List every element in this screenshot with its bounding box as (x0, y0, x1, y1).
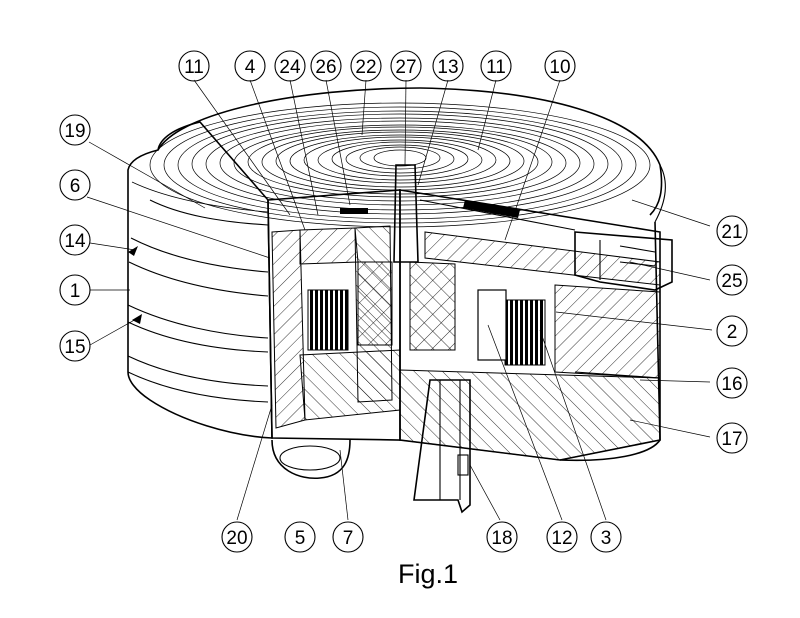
svg-text:2: 2 (727, 322, 738, 343)
band-line-4 (127, 304, 269, 339)
cross-center-right (409, 261, 456, 351)
svg-text:18: 18 (491, 528, 512, 549)
svg-text:11: 11 (184, 57, 204, 78)
svg-text:6: 6 (70, 176, 81, 197)
callout-15: 15 (59, 330, 91, 362)
center-shaft (413, 379, 471, 514)
svg-text:5: 5 (295, 528, 306, 549)
callout-25: 25 (716, 264, 748, 296)
svg-text:20: 20 (226, 528, 247, 549)
magnet-right (477, 289, 507, 361)
callout-13: 13 (432, 50, 464, 82)
callout-18: 18 (486, 521, 518, 553)
svg-text:11: 11 (486, 57, 506, 78)
callout-24: 24 (274, 50, 306, 82)
svg-text:19: 19 (64, 121, 85, 142)
figure-caption: Fig.1 (398, 559, 458, 589)
band-line-8 (131, 181, 269, 213)
svg-text:27: 27 (395, 57, 416, 78)
bottom-connector (271, 439, 351, 480)
callout-27: 27 (390, 50, 422, 82)
callout-11-left: 11 (178, 50, 210, 82)
callout-5: 5 (284, 521, 316, 553)
callouts: 11 4 24 26 22 27 13 11 10 19 6 14 1 15 2… (59, 50, 748, 553)
outer-housing-left (127, 121, 273, 439)
coil-right (504, 299, 546, 366)
svg-text:22: 22 (355, 57, 376, 78)
hatch-right-block (554, 284, 661, 379)
leader-lines (86, 79, 713, 521)
svg-text:7: 7 (343, 528, 354, 549)
callout-21: 21 (716, 215, 748, 247)
top-disc-rim (157, 87, 663, 216)
callout-16: 16 (716, 367, 748, 399)
svg-text:1: 1 (70, 281, 81, 302)
callout-2: 2 (716, 315, 748, 347)
svg-text:17: 17 (721, 429, 742, 450)
callout-26: 26 (310, 50, 342, 82)
svg-text:10: 10 (549, 57, 570, 78)
callout-3: 3 (590, 521, 622, 553)
callout-17: 17 (716, 422, 748, 454)
svg-text:26: 26 (315, 57, 336, 78)
svg-text:15: 15 (64, 337, 85, 358)
center-post (393, 164, 419, 263)
band-line-5 (127, 321, 269, 353)
shaft-pin (457, 454, 469, 476)
right-housing (559, 221, 661, 462)
callout-7: 7 (332, 521, 364, 553)
band-line-3 (128, 261, 269, 297)
callout-10: 10 (544, 50, 576, 82)
svg-text:21: 21 (721, 222, 742, 243)
callout-11-right: 11 (480, 50, 512, 82)
svg-text:12: 12 (551, 528, 572, 549)
coil-left (307, 289, 349, 351)
callout-22: 22 (350, 50, 382, 82)
callout-12: 12 (546, 521, 578, 553)
svg-text:14: 14 (64, 231, 86, 252)
svg-text:13: 13 (437, 57, 458, 78)
band-line-1 (149, 199, 269, 226)
hatch-top-plate (424, 231, 661, 286)
svg-text:24: 24 (279, 57, 301, 78)
strip-right (463, 200, 520, 218)
hatch-left-bottom (299, 349, 401, 421)
hatch-bottom-plate (399, 369, 661, 461)
device-drawing (127, 87, 673, 514)
cross-center-left (357, 261, 393, 346)
top-disc-edge (654, 164, 666, 223)
callout-4: 4 (234, 50, 266, 82)
callout-14: 14 (59, 224, 91, 256)
terminal-block (574, 231, 673, 291)
svg-text:16: 16 (721, 374, 742, 395)
arrow-15 (132, 314, 142, 324)
strip-left (340, 208, 368, 214)
callout-20: 20 (221, 521, 253, 553)
callout-6: 6 (59, 169, 91, 201)
callout-1: 1 (59, 274, 91, 306)
arrow-14 (128, 246, 138, 256)
band-line-6 (127, 355, 269, 387)
svg-text:3: 3 (601, 528, 612, 549)
svg-text:4: 4 (245, 57, 256, 78)
hatch-left-upper (299, 227, 359, 265)
callout-19: 19 (59, 114, 91, 146)
svg-text:25: 25 (721, 271, 742, 292)
band-line-2 (130, 237, 269, 273)
band-line-7 (127, 371, 269, 403)
